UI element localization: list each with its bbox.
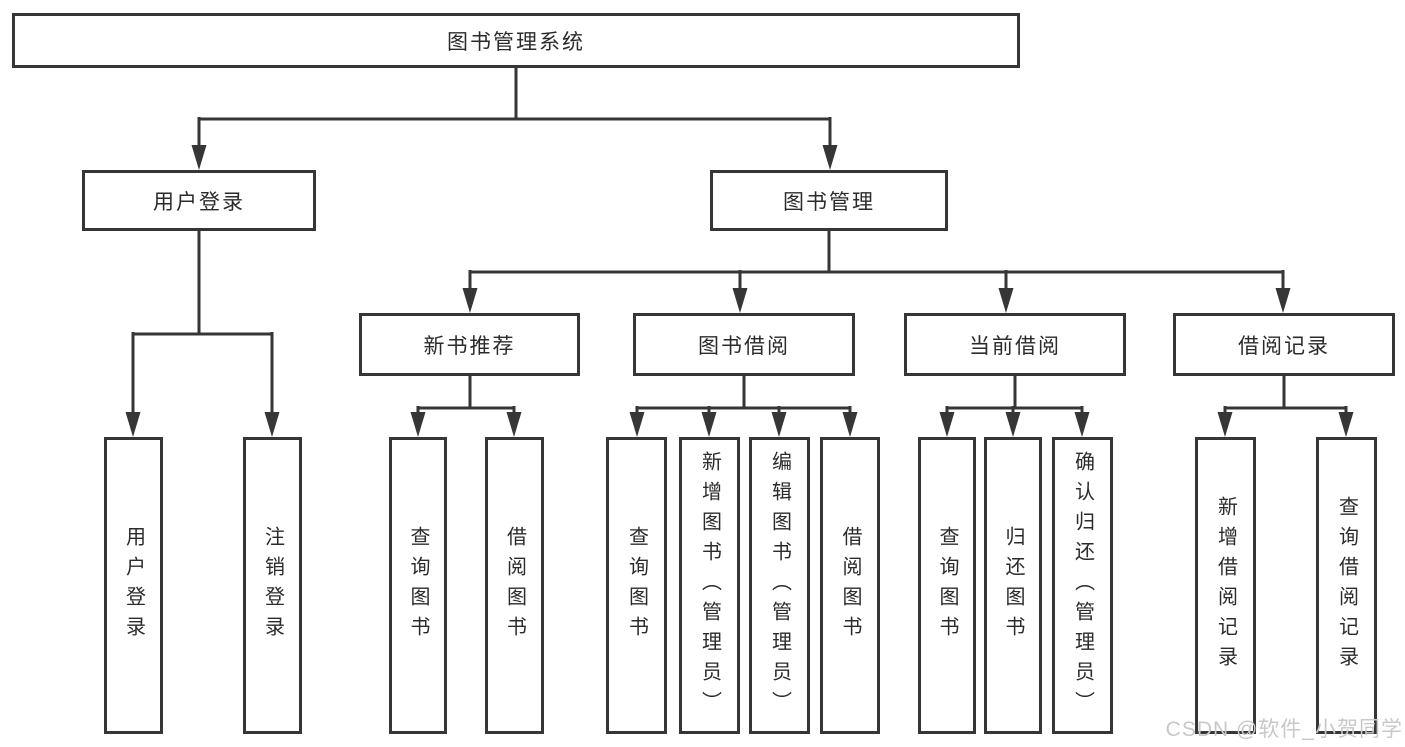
connector-root-to-level2 xyxy=(197,66,832,147)
leaf-confirm-return-admin: 确认归还（管理员） xyxy=(1052,437,1113,734)
node-borrow-record: 借阅记录 xyxy=(1173,313,1395,376)
node-user-login: 用户登录 xyxy=(82,170,316,231)
leaf-add-borrow-record: 新增借阅记录 xyxy=(1195,437,1256,734)
leaf-query-books-2-label: 查询图书 xyxy=(625,525,648,646)
connector-book-management-to-level3 xyxy=(468,229,1285,291)
leaf-return-books: 归还图书 xyxy=(984,437,1042,734)
connector-book-borrow-to-children xyxy=(635,374,852,415)
node-borrow-record-label: 借阅记录 xyxy=(1238,334,1330,358)
leaf-borrow-books-1: 借阅图书 xyxy=(485,437,544,734)
node-book-management-label: 图书管理 xyxy=(783,190,875,214)
leaf-return-books-label: 归还图书 xyxy=(1002,525,1024,646)
leaf-query-books-1: 查询图书 xyxy=(389,437,447,734)
node-root-system-label: 图书管理系统 xyxy=(447,30,585,54)
leaf-add-borrow-record-label: 新增借阅记录 xyxy=(1214,495,1237,676)
leaf-query-books-3: 查询图书 xyxy=(918,437,976,734)
node-user-login-label: 用户登录 xyxy=(153,190,245,214)
leaf-query-borrow-record: 查询借阅记录 xyxy=(1316,437,1377,734)
leaf-logout: 注销登录 xyxy=(243,437,302,734)
leaf-borrow-books-2: 借阅图书 xyxy=(820,437,880,734)
leaf-edit-books-admin-label: 编辑图书（管理员） xyxy=(768,450,791,721)
node-new-book-recommend: 新书推荐 xyxy=(359,313,580,376)
leaf-add-books-admin: 新增图书（管理员） xyxy=(679,437,740,734)
leaf-user-login-label: 用户登录 xyxy=(122,525,145,646)
node-current-borrow-label: 当前借阅 xyxy=(969,334,1061,358)
node-book-borrow-label: 图书借阅 xyxy=(698,334,790,358)
connector-current-borrow-to-children xyxy=(945,374,1084,415)
connector-user-login-to-children xyxy=(131,229,274,414)
arrowheads xyxy=(125,145,1354,437)
connector-borrow-record-to-children xyxy=(1223,374,1348,415)
leaf-user-login: 用户登录 xyxy=(104,437,163,734)
leaf-query-books-1-label: 查询图书 xyxy=(407,525,429,646)
node-root-system: 图书管理系统 xyxy=(12,13,1020,68)
leaf-logout-label: 注销登录 xyxy=(261,525,284,646)
node-book-management: 图书管理 xyxy=(710,170,948,231)
leaf-confirm-return-admin-label: 确认归还（管理员） xyxy=(1071,450,1094,721)
connector-new-book-recommend-to-children xyxy=(416,374,516,415)
leaf-borrow-books-1-label: 借阅图书 xyxy=(503,525,526,646)
leaf-add-books-admin-label: 新增图书（管理员） xyxy=(698,450,721,721)
leaf-borrow-books-2-label: 借阅图书 xyxy=(839,525,861,646)
leaf-query-books-2: 查询图书 xyxy=(606,437,667,734)
leaf-edit-books-admin: 编辑图书（管理员） xyxy=(749,437,810,734)
node-current-borrow: 当前借阅 xyxy=(904,313,1126,376)
node-new-book-recommend-label: 新书推荐 xyxy=(423,334,516,358)
leaf-query-books-3-label: 查询图书 xyxy=(936,525,958,646)
leaf-query-borrow-record-label: 查询借阅记录 xyxy=(1335,495,1358,676)
node-book-borrow: 图书借阅 xyxy=(633,313,855,376)
